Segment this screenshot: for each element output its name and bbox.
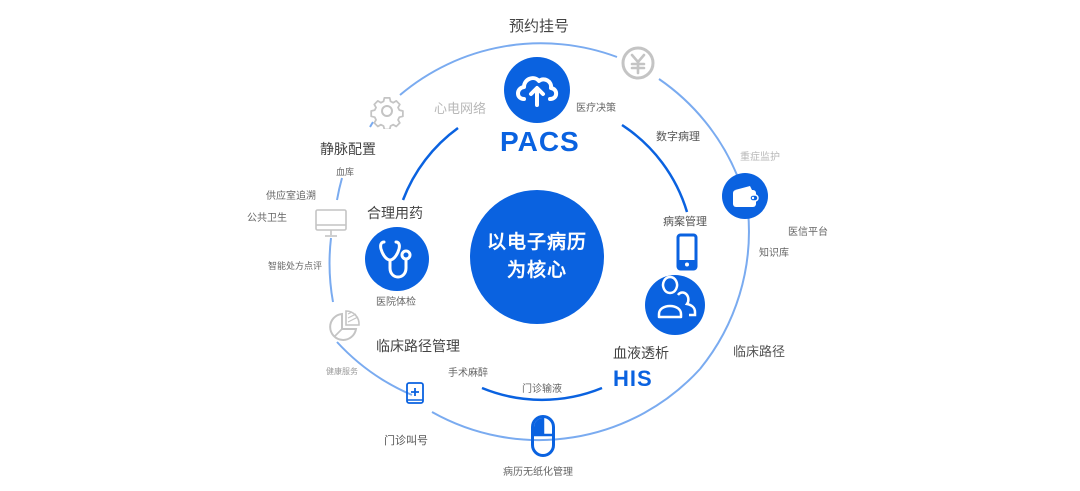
label-appointment-booking: 预约挂号 xyxy=(509,17,570,35)
outer-ring xyxy=(328,42,750,442)
label-supply-room-tracing: 供应室追溯 xyxy=(266,191,316,202)
label-clinical-pathway: 临床路径 xyxy=(733,345,786,360)
label-digital-pathology: 数字病理 xyxy=(656,130,700,143)
label-smart-prescription-review: 智能处方点评 xyxy=(268,262,323,272)
label-hemodialysis: 血液透析 xyxy=(613,346,669,362)
label-icu-monitoring: 重症监护 xyxy=(740,152,780,163)
label-public-health: 公共卫生 xyxy=(247,213,287,224)
stethoscope-icon xyxy=(365,227,429,291)
mouse-capsule-icon xyxy=(531,415,555,457)
label-clinical-pathway-management: 临床路径管理 xyxy=(376,339,460,355)
medical-book-icon xyxy=(406,382,424,404)
label-knowledge-base: 知识库 xyxy=(759,248,789,259)
core-title-line2: 为核心 xyxy=(506,259,567,281)
label-outpatient-infusion: 门诊输液 xyxy=(522,384,562,395)
pacs-label: PACS xyxy=(500,126,580,157)
label-case-management: 病案管理 xyxy=(663,215,707,228)
label-physical-exam: 医院体检 xyxy=(376,297,416,308)
label-surgical-anesthesia: 手术麻醉 xyxy=(448,368,488,379)
smartphone-icon xyxy=(676,233,698,271)
yuan-coin-icon xyxy=(621,46,655,80)
users-icon xyxy=(645,275,705,335)
label-paperless-emr: 病历无纸化管理 xyxy=(503,467,573,478)
label-health-services: 健康服务 xyxy=(326,367,358,376)
label-outpatient-queue: 门诊叫号 xyxy=(384,434,428,447)
core-title-line1: 以电子病历 xyxy=(486,231,587,254)
cloud-upload-icon xyxy=(504,57,570,123)
monitor-icon xyxy=(315,209,347,237)
gear-icon xyxy=(370,96,404,129)
label-medical-decision: 医疗决策 xyxy=(576,103,616,114)
core-emr-circle: 以电子病历 为核心 xyxy=(470,190,604,324)
pie-chart-icon xyxy=(329,310,360,341)
label-rational-drug-use: 合理用药 xyxy=(367,206,423,222)
label-medical-info-platform: 医信平台 xyxy=(788,227,828,238)
label-ecg-network: 心电网络 xyxy=(434,102,487,117)
label-blood-bank: 血库 xyxy=(336,168,355,178)
his-label: HIS xyxy=(613,366,653,391)
inner-ring xyxy=(401,123,689,402)
label-iv-admixture: 静脉配置 xyxy=(320,142,376,158)
wallet-icon xyxy=(722,173,768,219)
